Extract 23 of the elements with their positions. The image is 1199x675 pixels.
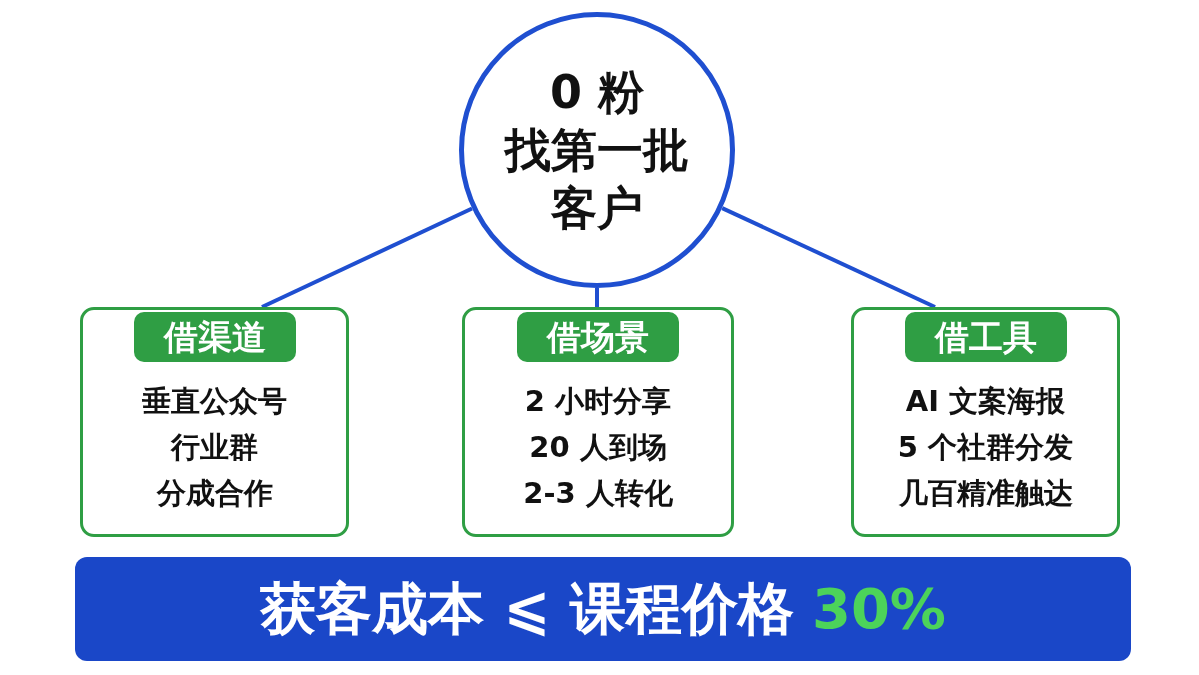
heading-tag: 借场景: [517, 312, 679, 362]
list-item: 5 个社群分发: [897, 429, 1074, 466]
list-item: 20 人到场: [529, 429, 667, 466]
category-card: [80, 307, 349, 537]
heading-tag: 借工具: [904, 312, 1067, 362]
category-card: [851, 307, 1120, 537]
highlight-text: 30%: [811, 575, 946, 643]
list-item: 分成合作: [156, 475, 273, 512]
heading-tag: 借渠道: [133, 312, 296, 362]
list-item: 2 小时分享: [524, 383, 672, 420]
list-item: 几百精准触达: [898, 475, 1073, 512]
summary-banner: [75, 557, 1131, 661]
list-item: 行业群: [171, 429, 258, 466]
circle-title: 0 粉: [549, 64, 645, 121]
connector-line: [261, 206, 473, 309]
circle-title: 找第一批客户: [503, 122, 690, 237]
category-card: [462, 307, 734, 537]
list-item: AI 文案海报: [905, 383, 1066, 420]
connector-line: [595, 288, 599, 307]
banner-text: 获客成本 ⩽ 课程价格: [260, 575, 794, 643]
connector-line: [721, 206, 936, 309]
list-item: 垂直公众号: [142, 383, 287, 420]
list-item: 2-3 人转化: [523, 475, 673, 512]
